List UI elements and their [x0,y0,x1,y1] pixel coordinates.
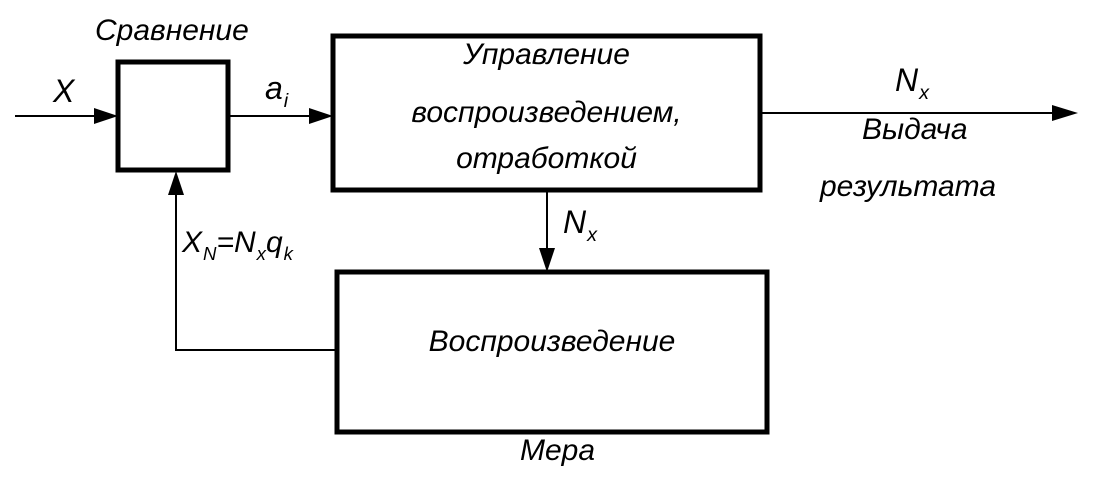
output-arrowhead [1052,105,1078,121]
reproduction-caption: Мера [520,434,596,467]
feedback-x-subscript: N [203,242,217,264]
control-to-reproduction-base: N [563,204,587,240]
feedback-q-base: q [265,226,283,259]
control-to-reproduction-arrowhead [539,248,555,272]
feedback-equals: = [216,226,234,259]
feedback-n-subscript: x [256,242,266,264]
control-block-line2: воспроизведением, [411,96,682,129]
feedback-arrowhead [168,171,184,195]
control-block-line1: Управление [463,38,630,71]
input-arrowhead [94,108,118,124]
comparison-output-base: a [265,70,283,106]
output-code-label: Nx [895,62,929,103]
feedback-n-base: N [233,226,256,259]
comparison-caption: Сравнение [95,14,249,47]
control-to-reproduction-label: Nx [563,204,597,245]
control-block [330,33,763,193]
control-to-reproduction-subscript: x [587,224,598,247]
feedback-line [175,186,337,351]
output-code-subscript: x [919,82,930,105]
compare-to-control-arrowhead [309,108,333,124]
input-signal-label: X [53,73,75,109]
output-code-base: N [895,62,919,98]
reproduction-block [334,269,770,435]
feedback-q-subscript: k [283,242,293,264]
comparison-block [115,59,231,173]
reproduction-block-label: Воспроизведение [428,325,676,358]
output-caption-line1: Выдача [862,113,968,146]
feedback-label: XN=Nxqk [182,226,293,263]
feedback-x-base: X [182,226,203,259]
control-block-line3: отработкой [456,142,637,175]
comparison-output-subscript: i [283,90,289,113]
comparison-output-label: ai [265,70,288,111]
output-caption-line2: результата [820,170,997,203]
